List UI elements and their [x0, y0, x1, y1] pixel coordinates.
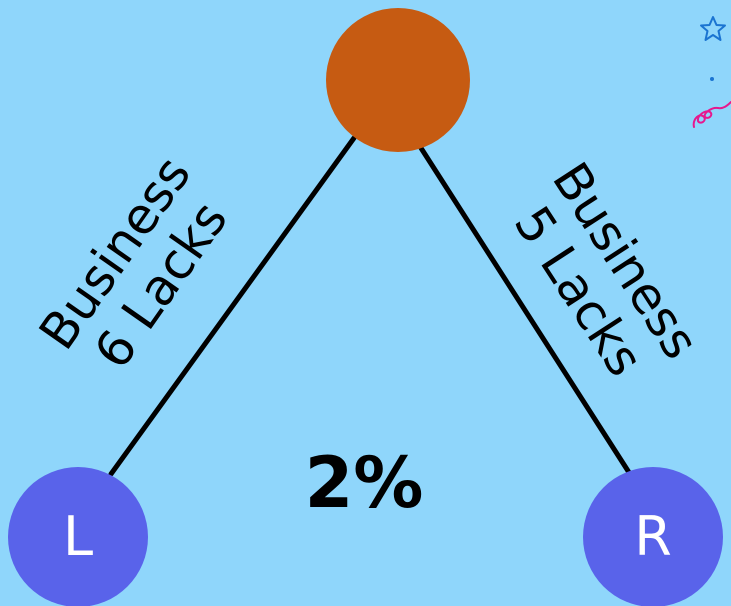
left-node-label: L — [62, 505, 94, 568]
left-node: L — [8, 467, 148, 606]
center-percentage: 2% — [304, 442, 424, 524]
right-node-label: R — [634, 505, 672, 568]
right-node: R — [583, 467, 723, 606]
left-edge-line — [108, 135, 357, 477]
top-node — [326, 8, 470, 152]
right-edge-line — [418, 145, 633, 477]
